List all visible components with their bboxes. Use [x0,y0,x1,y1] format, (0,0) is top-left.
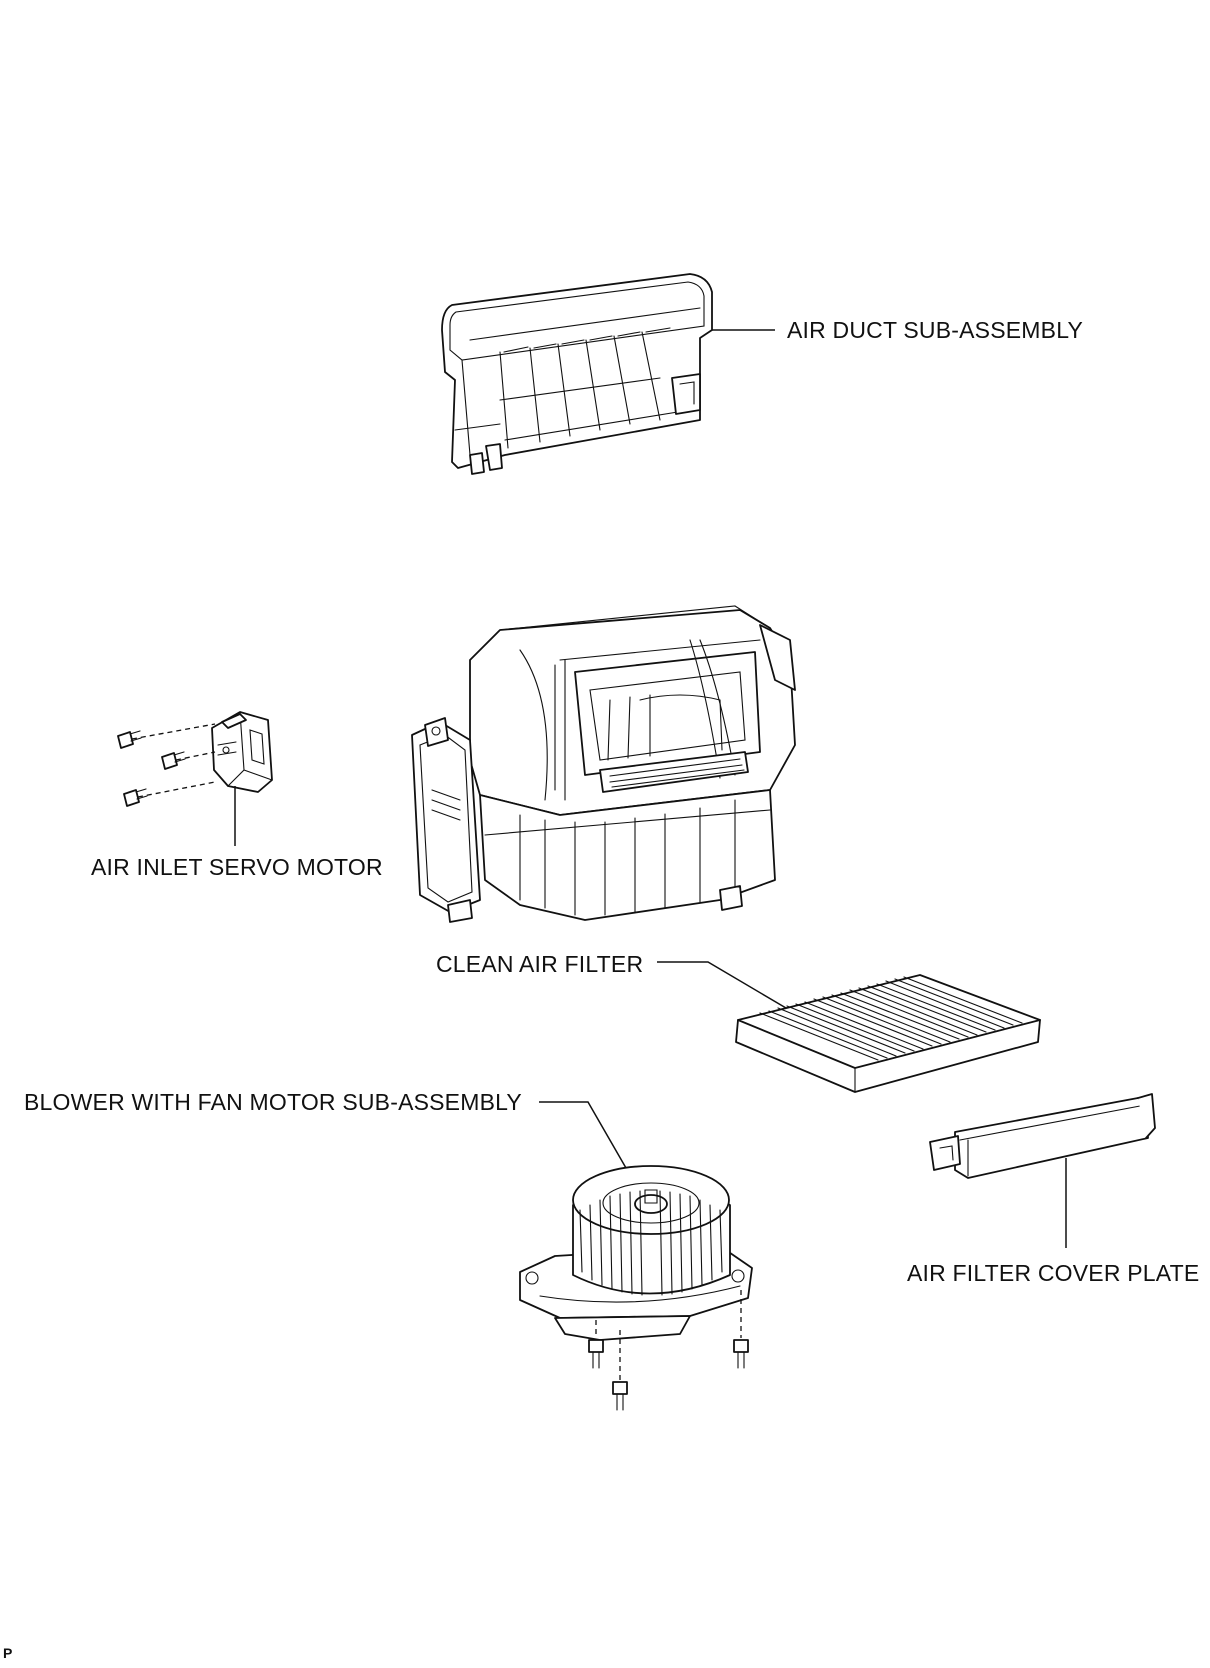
clean-air-filter-label: CLEAN AIR FILTER [436,951,644,977]
blower-screws [588,1290,749,1411]
clean-air-filter-leader [657,961,787,1009]
blower-label: BLOWER WITH FAN MOTOR SUB-ASSEMBLY [24,1089,522,1115]
air-inlet-servo-drawing [211,711,273,793]
air-duct-label: AIR DUCT SUB-ASSEMBLY [787,317,1084,343]
servo-screws [117,723,216,807]
blower-motor-drawing [519,1165,753,1341]
corner-mark: P [3,1645,13,1661]
air-inlet-servo-label: AIR INLET SERVO MOTOR [91,854,383,880]
filter-cover-label: AIR FILTER COVER PLATE [907,1260,1200,1286]
blower-case-drawing [411,605,796,923]
filter-cover-plate-drawing [929,1093,1156,1179]
blower-leader [539,1101,627,1169]
clean-air-filter-drawing [735,974,1041,1093]
air-duct-drawing [441,273,713,475]
